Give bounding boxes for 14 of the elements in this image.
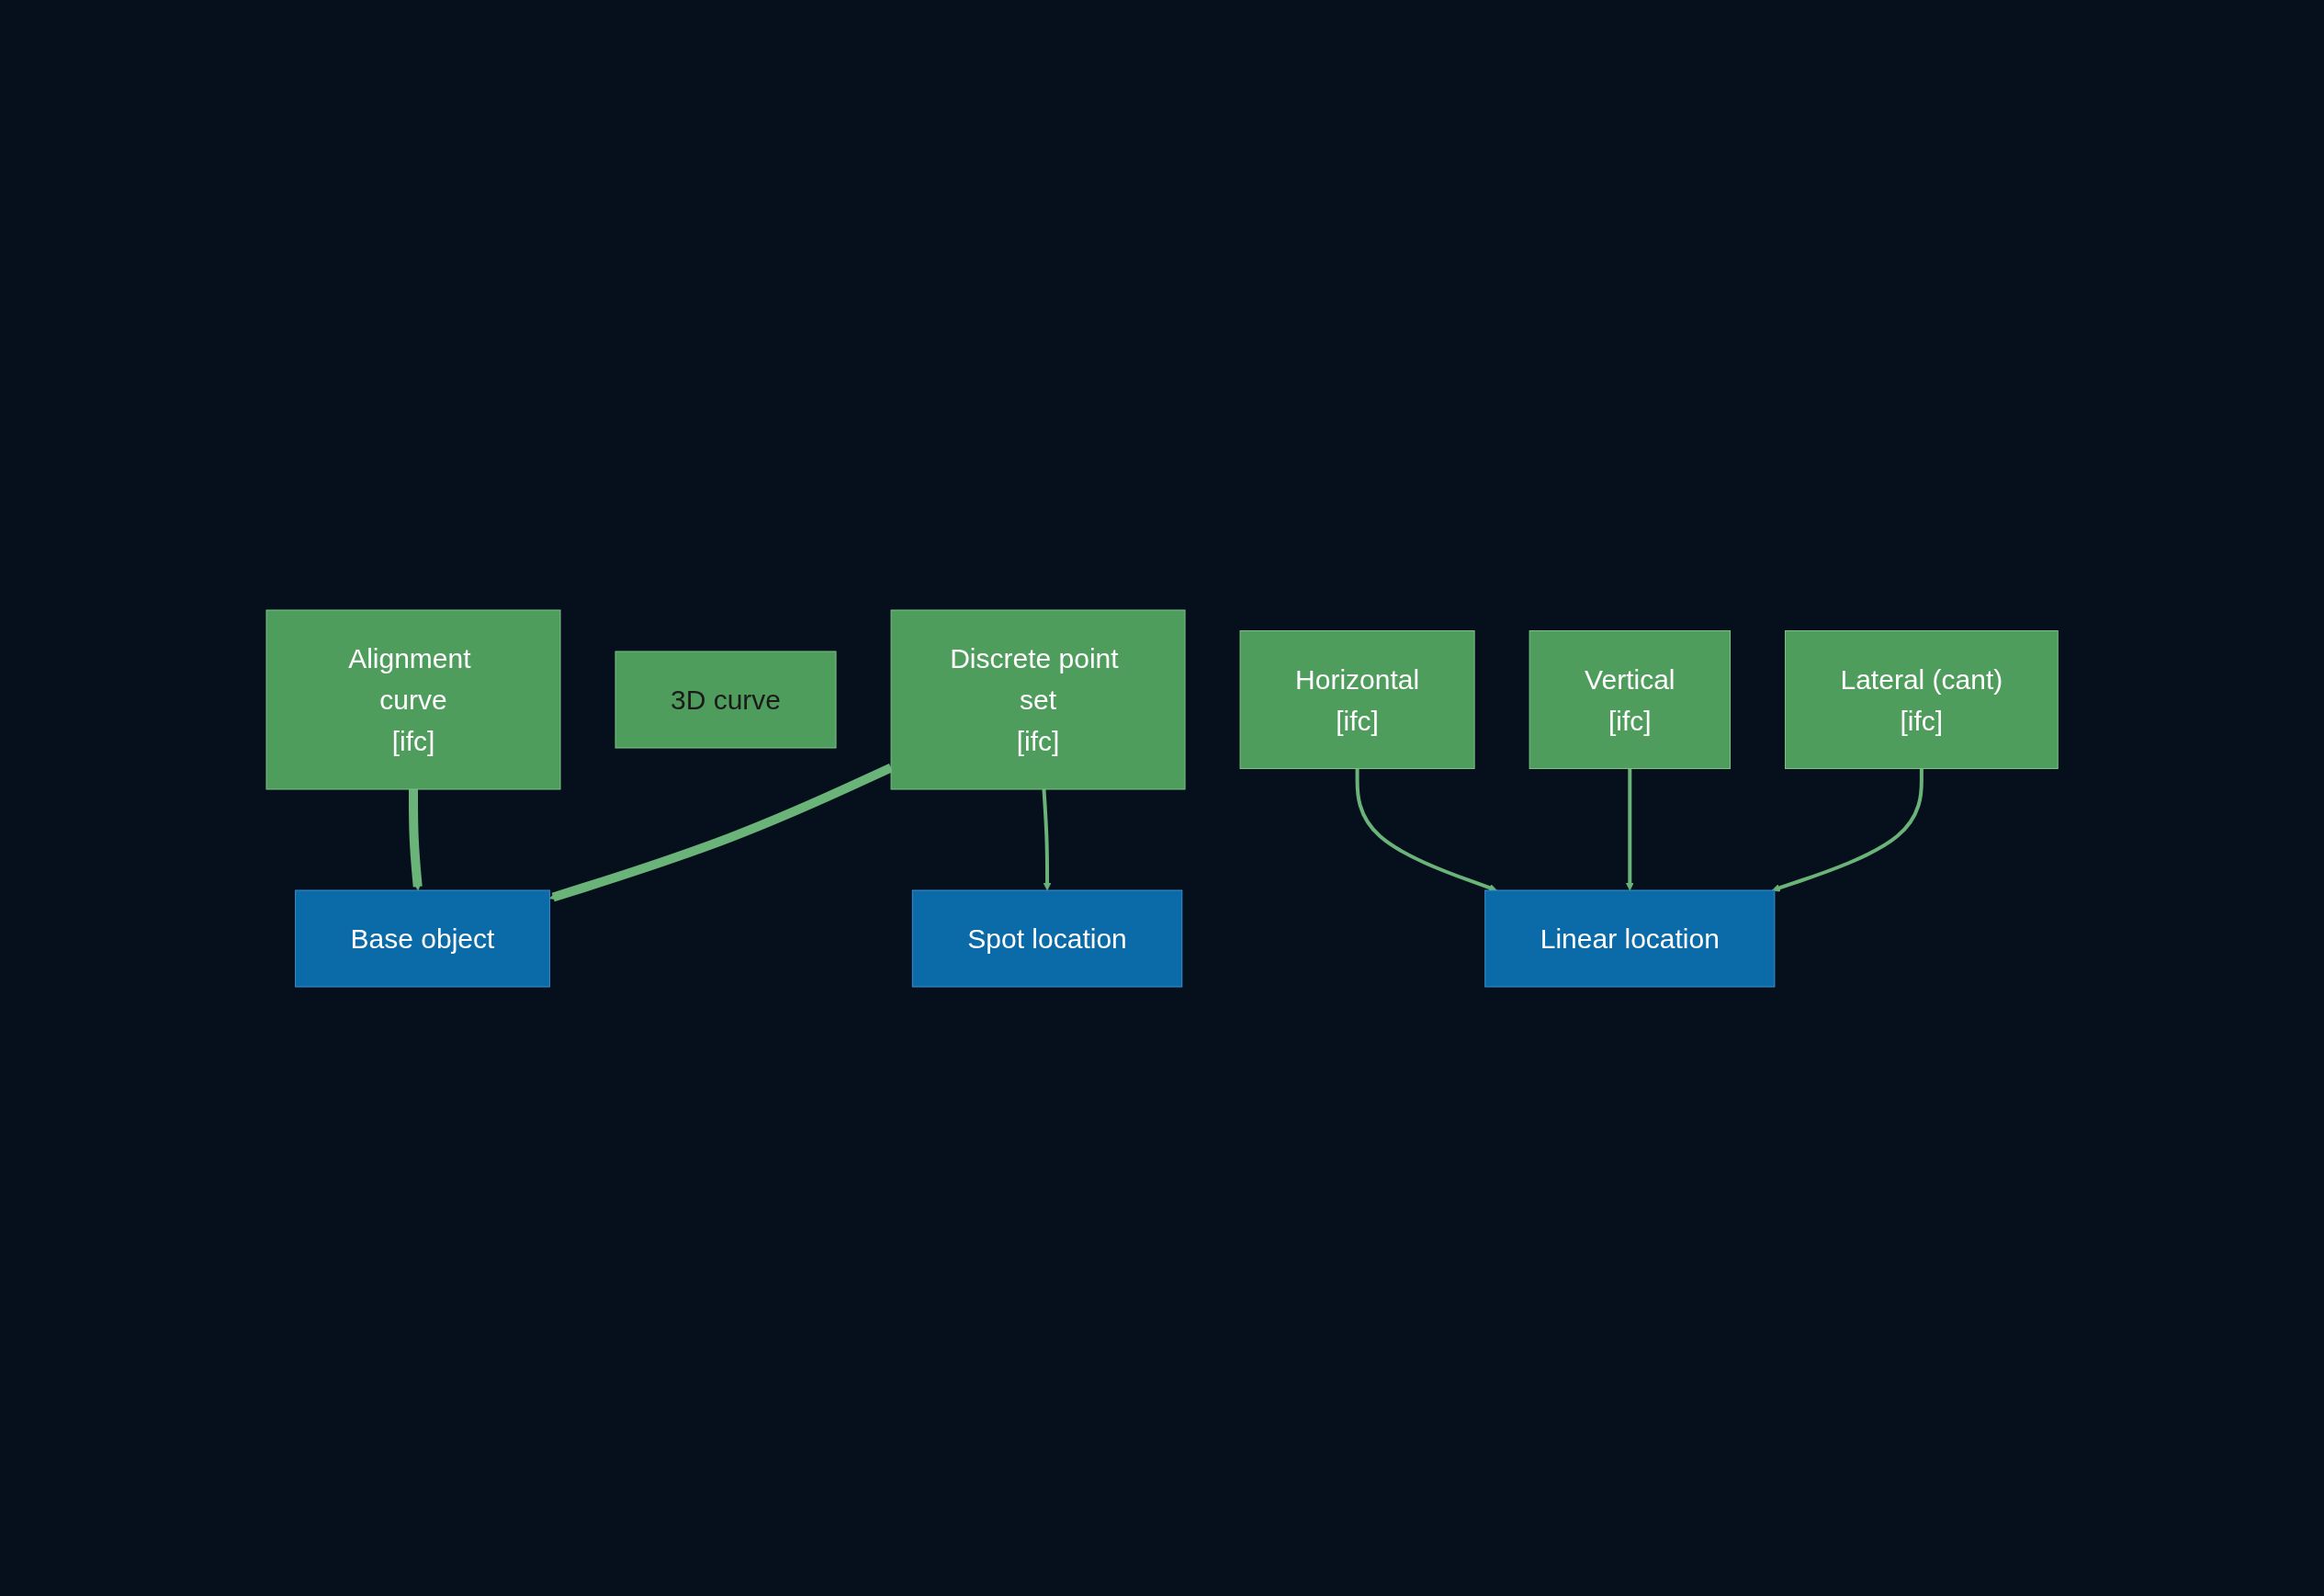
node-box: Alignment curve [ifc] [265, 609, 561, 789]
arrow [1042, 788, 1052, 890]
node-box: Spot location [911, 889, 1183, 987]
node-box: Linear location [1484, 889, 1776, 987]
node-box: Horizontal [ifc] [1239, 629, 1475, 769]
node-box: Vertical [ifc] [1529, 629, 1731, 769]
arrow [1771, 768, 1924, 892]
arrow [408, 788, 423, 890]
arrow [1355, 768, 1497, 891]
node-box: Base object [295, 889, 550, 987]
node-box: 3D curve [615, 651, 837, 748]
node-box: Discrete point set [ifc] [890, 609, 1186, 789]
arrow [1625, 768, 1634, 890]
node-box: Lateral (cant) [ifc] [1784, 629, 2059, 769]
